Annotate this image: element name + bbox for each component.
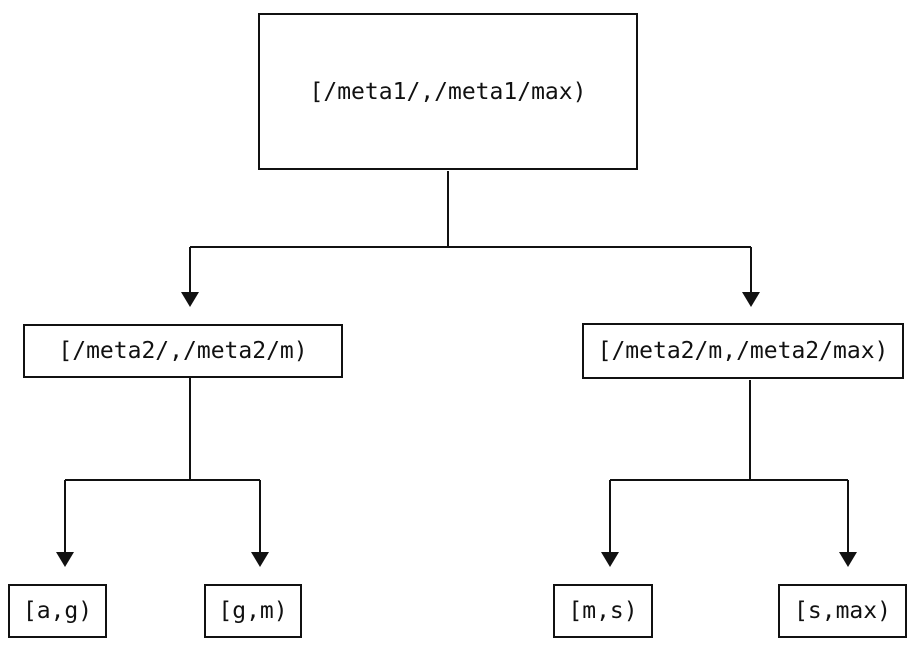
node-leaf-ag-label: [a,g) [22, 598, 93, 624]
arrowhead-leaf-ag [56, 552, 74, 567]
node-leaf-gm: [g,m) [204, 584, 302, 638]
arrowhead-leaf-ms [601, 552, 619, 567]
node-left-child-label: [/meta2/,/meta2/m) [58, 338, 308, 364]
node-leaf-smax-label: [s,max) [794, 598, 891, 624]
arrowhead-left-child [181, 292, 199, 307]
node-right-child-label: [/meta2/m,/meta2/max) [597, 338, 889, 364]
node-root: [/meta1/,/meta1/max) [258, 13, 638, 170]
node-left-child: [/meta2/,/meta2/m) [23, 324, 343, 378]
arrowhead-right-child [742, 292, 760, 307]
arrowhead-leaf-smax [839, 552, 857, 567]
node-leaf-ms: [m,s) [553, 584, 653, 638]
arrowhead-leaf-gm [251, 552, 269, 567]
node-right-child: [/meta2/m,/meta2/max) [582, 323, 904, 379]
node-leaf-ms-label: [m,s) [568, 598, 638, 624]
node-leaf-smax: [s,max) [778, 584, 907, 638]
node-root-label: [/meta1/,/meta1/max) [309, 78, 587, 105]
node-leaf-ag: [a,g) [8, 584, 107, 638]
node-leaf-gm-label: [g,m) [218, 598, 288, 624]
